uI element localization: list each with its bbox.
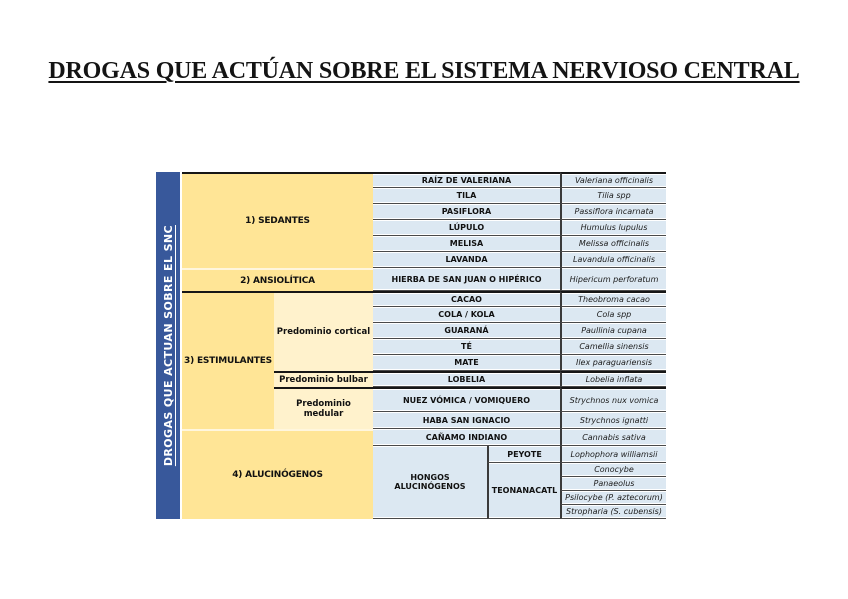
common-name-cell: LAVANDA [373, 252, 560, 268]
category-cell: 2) ANSIOLÍTICA [182, 268, 373, 291]
table-row: MATE Ilex paraguariensis [182, 355, 666, 371]
scientific-name-cell: Lobelia inflata [560, 371, 666, 387]
common-name-subcell: PEYOTE [487, 446, 560, 463]
table-row: MELISA Melissa officinalis [182, 236, 666, 252]
scientific-name-cell: Strychnos nux vomica [560, 387, 666, 412]
category-cell: 4) ALUCINÓGENOS [182, 429, 373, 519]
scientific-name-cell: Psilocybe (P. aztecorum) [560, 491, 666, 505]
table-row: TILA Tilia spp [182, 188, 666, 204]
common-name-cell: LÚPULO [373, 220, 560, 236]
scientific-name-cell: Lophophora williamsii [560, 446, 666, 463]
common-name-cell: MELISA [373, 236, 560, 252]
table-row: LÚPULO Humulus lupulus [182, 220, 666, 236]
scientific-name-cell: Valeriana officinalis [560, 172, 666, 188]
table-row: HONGOS ALUCINÓGENOS PEYOTE Lophophora wi… [182, 446, 666, 519]
scientific-name-cell: Theobroma cacao [560, 291, 666, 307]
common-name-cell: CAÑAMO INDIANO [373, 429, 560, 446]
scientific-name-cell: Conocybe [560, 463, 666, 477]
table-row: 3) ESTIMULANTES Predominio cortical CACA… [182, 291, 666, 429]
scientific-name-cell: Lavandula officinalis [560, 252, 666, 268]
drug-table: 1) SEDANTES RAÍZ DE VALERIANA Valeriana … [182, 172, 666, 519]
scientific-name-cell: Cannabis sativa [560, 429, 666, 446]
common-name-group-cell: HONGOS ALUCINÓGENOS [373, 446, 487, 519]
table-row: GUARANÁ Paullinia cupana [182, 323, 666, 339]
subcategory-cell: Predominio bulbar [274, 371, 373, 387]
scientific-name-cell: Cola spp [560, 307, 666, 323]
table-row: Predominio bulbar LOBELIA Lobelia inflat… [182, 371, 666, 387]
scientific-name-cell: Panaeolus [560, 477, 666, 491]
scientific-name-cell: Passiflora incarnata [560, 204, 666, 220]
scientific-name-cell: Melissa officinalis [560, 236, 666, 252]
common-name-subcell: TEONANACATL [487, 463, 560, 519]
table-row: TEONANACATL Conocybe [182, 463, 666, 519]
table-row: Panaeolus [182, 477, 666, 491]
scientific-name-cell: Hipericum perforatum [560, 268, 666, 291]
table-row: LAVANDA Lavandula officinalis [182, 252, 666, 268]
page-title: DROGAS QUE ACTÚAN SOBRE EL SISTEMA NERVI… [48, 58, 800, 84]
scientific-name-cell: Tilia spp [560, 188, 666, 204]
scientific-name-cell: Paullinia cupana [560, 323, 666, 339]
scientific-name-cell: Strychnos ignatti [560, 412, 666, 429]
table-row: 2) ANSIOLÍTICA HIERBA DE SAN JUAN O HIPÉ… [182, 268, 666, 291]
table-row: Predominio medular NUEZ VÓMICA / VOMIQUE… [182, 387, 666, 429]
table-row: Psilocybe (P. aztecorum) [182, 491, 666, 505]
common-name-cell: TILA [373, 188, 560, 204]
common-name-cell: LOBELIA [373, 371, 560, 387]
common-name-cell: MATE [373, 355, 560, 371]
table-row: Stropharia (S. cubensis) [182, 505, 666, 519]
table-row: TÉ Camellia sinensis [182, 339, 666, 355]
subcategory-cell: Predominio cortical [274, 291, 373, 371]
table-row: HABA SAN IGNACIO Strychnos ignatti [182, 412, 666, 429]
common-name-cell: NUEZ VÓMICA / VOMIQUERO [373, 387, 560, 412]
common-name-cell: HABA SAN IGNACIO [373, 412, 560, 429]
table-row: PASIFLORA Passiflora incarnata [182, 204, 666, 220]
vertical-header-label: DROGAS QUE ACTUAN SOBRE EL SNC [161, 224, 175, 467]
scientific-name-cell: Stropharia (S. cubensis) [560, 505, 666, 519]
scientific-name-cell: Ilex paraguariensis [560, 355, 666, 371]
common-name-cell: HIERBA DE SAN JUAN O HIPÉRICO [373, 268, 560, 291]
subcategory-cell: Predominio medular [274, 387, 373, 429]
scientific-name-cell: Camellia sinensis [560, 339, 666, 355]
category-cell: 1) SEDANTES [182, 172, 373, 268]
common-name-cell: COLA / KOLA [373, 307, 560, 323]
category-cell: 3) ESTIMULANTES [182, 291, 274, 429]
table-row: 4) ALUCINÓGENOS CAÑAMO INDIANO Cannabis … [182, 429, 666, 519]
vertical-header-bar: DROGAS QUE ACTUAN SOBRE EL SNC [156, 172, 180, 519]
common-name-cell: TÉ [373, 339, 560, 355]
table-row: 1) SEDANTES RAÍZ DE VALERIANA Valeriana … [182, 172, 666, 268]
common-name-cell: CACAO [373, 291, 560, 307]
common-name-cell: RAÍZ DE VALERIANA [373, 172, 560, 188]
common-name-cell: GUARANÁ [373, 323, 560, 339]
drug-table-container: DROGAS QUE ACTUAN SOBRE EL SNC 1) SEDANT… [156, 172, 666, 519]
common-name-cell: PASIFLORA [373, 204, 560, 220]
scientific-name-cell: Humulus lupulus [560, 220, 666, 236]
table-row: COLA / KOLA Cola spp [182, 307, 666, 323]
